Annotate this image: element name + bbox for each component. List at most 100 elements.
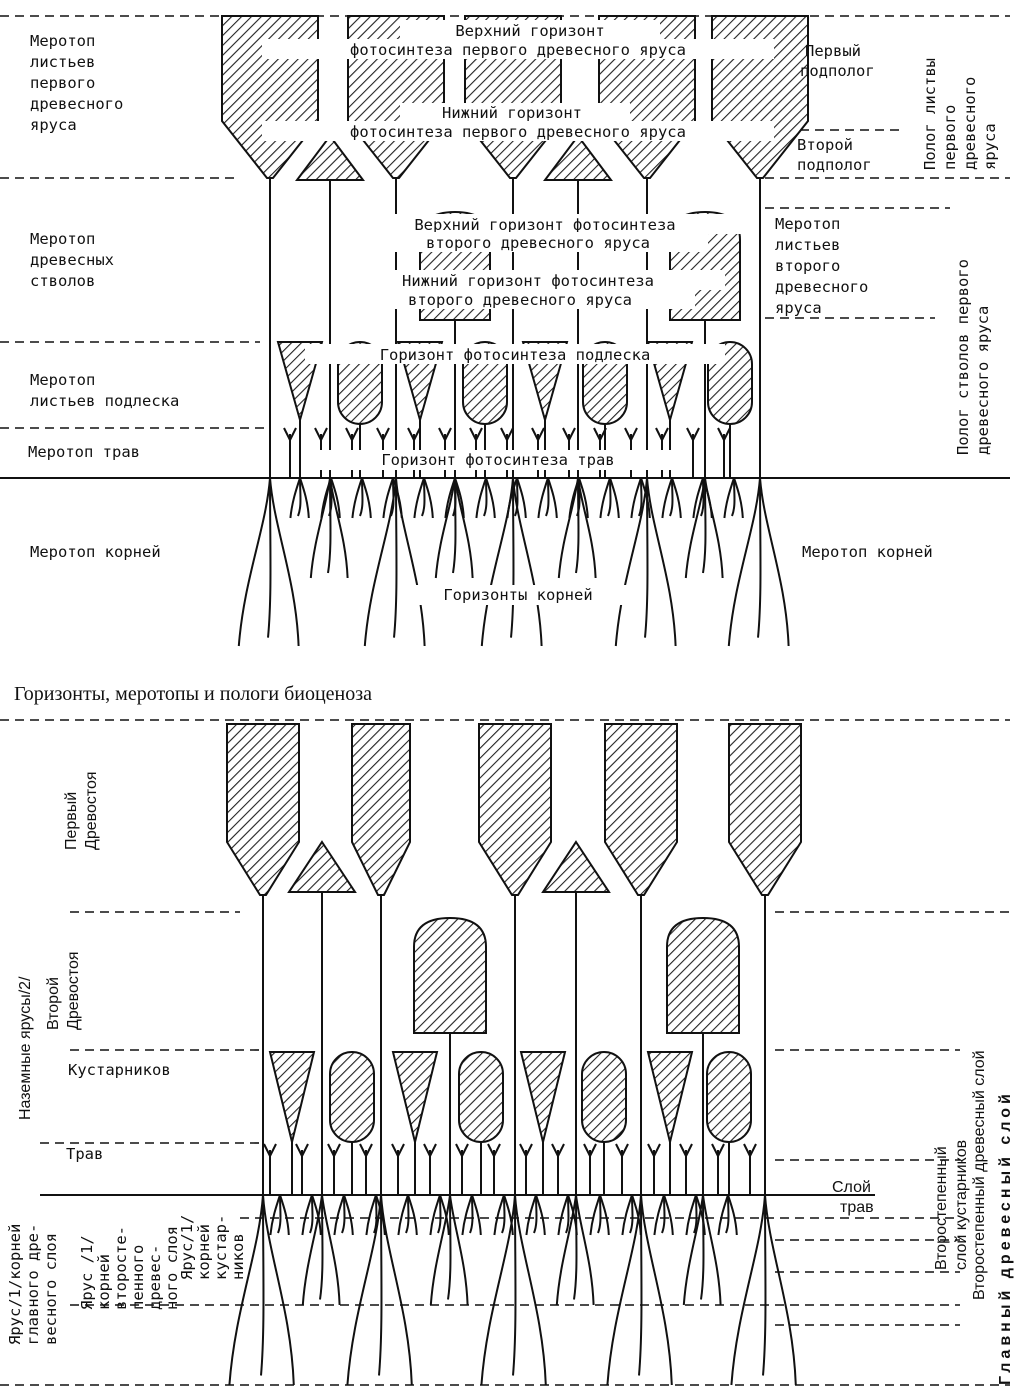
- svg-text:Древостоя: Древостоя: [65, 951, 82, 1030]
- bottom-grass-root-344-l: [333, 1194, 345, 1236]
- top-big-root-4-l: [727, 477, 761, 647]
- bottom-grass-526-blade-r: [525, 1143, 533, 1157]
- top-grass-root-486-l: [475, 477, 487, 519]
- bottom-grass-root-664-c: [661, 1194, 666, 1234]
- top-left-labels: Меротоп листьев первого древесного яруса…: [28, 32, 179, 561]
- top-grass-290-blade-l: [283, 427, 291, 441]
- top-grass-569-blade-r: [568, 427, 576, 441]
- canopy-leaves-vertical-label: Полог листвы первого древесного яруса: [921, 58, 999, 170]
- bottom-grass-430-blade-r: [429, 1143, 437, 1157]
- top-grass-root-517-l: [506, 477, 518, 519]
- top-grass-569-blade-l: [562, 427, 570, 441]
- top-grass-693-blade-l: [686, 427, 694, 441]
- upper-first-line-1: фотосинтеза первого древесного яруса: [350, 41, 686, 59]
- bottom-big-root-0-l: [228, 1194, 264, 1386]
- svg-text:древесного: древесного: [961, 77, 979, 170]
- top-big-root-4-c: [757, 477, 762, 638]
- undergrowth-line-1: листьев подлеска: [30, 392, 179, 410]
- top-grass-631-blade-l: [624, 427, 632, 441]
- top-big-root-2-c: [510, 477, 515, 638]
- trunks-line-2: стволов: [30, 272, 95, 290]
- top-grass-662-blade-r: [661, 427, 669, 441]
- svg-text:кустар-: кустар-: [212, 1215, 230, 1280]
- bottom-grass-root-536-l: [525, 1194, 537, 1236]
- leaves-second-line-4: яруса: [775, 299, 822, 317]
- svg-text:главного дре-: главного дре-: [24, 1224, 42, 1345]
- bottom-grass-494-blade-r: [493, 1143, 501, 1157]
- svg-text:Полог листвы: Полог листвы: [921, 58, 939, 170]
- trunks-line-0: Меротоп: [30, 230, 95, 248]
- top-grass-root-455-c: [452, 477, 457, 517]
- bottom-big-crown-1: [351, 723, 411, 896]
- top-grass-414-blade-r: [413, 427, 421, 441]
- svg-text:Второй: Второй: [45, 977, 62, 1030]
- top-grass-507-blade-r: [506, 427, 514, 441]
- svg-text:Первый: Первый: [63, 792, 80, 850]
- bottom-grass-590-blade-l: [583, 1143, 591, 1157]
- top-big-root-3-r: [646, 477, 677, 647]
- trunks-line-1: древесных: [30, 251, 114, 269]
- root-tier-main-label: Ярус/1/корней главного дре- весного слоя: [6, 1224, 60, 1345]
- bottom-mid-root-0-r: [321, 1194, 341, 1306]
- bottom-mid-root-0-c: [319, 1194, 324, 1300]
- bottom-grass-622-blade-l: [615, 1143, 623, 1157]
- top-grass-root-331-c: [328, 477, 333, 517]
- bottom-grass-686-blade-l: [679, 1143, 687, 1157]
- top-grass-445-blade-r: [444, 427, 452, 441]
- first-stand-label: Первый Древостоя: [63, 771, 100, 850]
- top-right-labels: Первый подполог Второй подполог Меротоп …: [775, 42, 999, 561]
- bottom-grass-root-280-l: [269, 1194, 281, 1236]
- grass-layer-line-1: трав: [840, 1199, 874, 1216]
- bottom-grass-686-blade-r: [685, 1143, 693, 1157]
- top-small-tri-1: [543, 134, 613, 181]
- bottom-big-root-1-r: [380, 1194, 413, 1386]
- bottom-big-root-4-c: [762, 1194, 767, 1376]
- bottom-grass-622-blade-r: [621, 1143, 629, 1157]
- bottom-big-root-3-r: [640, 1194, 673, 1386]
- bottom-mid-root-1-l: [429, 1194, 451, 1306]
- grass-merotop-label: Меротоп трав: [28, 443, 140, 461]
- roots-horizons-label: Горизонты корней: [443, 586, 592, 604]
- bottom-shrub-cap-2: [581, 1051, 627, 1143]
- bottom-grass-root-728-l: [717, 1194, 729, 1236]
- second-sub-line-1: подполог: [797, 156, 872, 174]
- bottom-grass-root-344-c: [341, 1194, 346, 1234]
- bottom-grass-750-blade-r: [749, 1143, 757, 1157]
- top-grass-root-548-c: [545, 477, 550, 517]
- top-grass-600-blade-l: [593, 427, 601, 441]
- bottom-grass-root-408-l: [397, 1194, 409, 1236]
- secondary-shrub-layer-label: Второстепенный слой кустарников: [933, 1140, 970, 1270]
- bottom-grass-root-600-l: [589, 1194, 601, 1236]
- top-grass-724-blade-r: [723, 427, 731, 441]
- top-center-labels: Верхний горизонт фотосинтеза первого дре…: [262, 20, 774, 605]
- lower-second-line-0: Нижний горизонт фотосинтеза: [402, 272, 654, 290]
- bottom-big-root-0-r: [262, 1194, 295, 1386]
- svg-text:Ярус /1/: Ярус /1/: [78, 1235, 96, 1310]
- top-mid-root-1-l: [434, 477, 456, 579]
- bottom-grass-root-568-l: [557, 1194, 569, 1236]
- top-grass-root-610-c: [607, 477, 612, 517]
- bottom-grass-718-blade-l: [711, 1143, 719, 1157]
- first-sub-line-1: подполог: [800, 62, 875, 80]
- top-grass-root-703-c: [700, 477, 705, 517]
- bottom-grass-root-632-c: [629, 1194, 634, 1234]
- bottom-grass-590-blade-r: [589, 1143, 597, 1157]
- bottom-shrub-tri-1: [391, 1051, 439, 1143]
- bottom-grass-root-280-c: [277, 1194, 282, 1234]
- svg-text:Главный древесный слой: Главный древесный слой: [997, 1090, 1014, 1385]
- top-big-root-2-r: [512, 477, 543, 647]
- root-tier-secondary-label: Ярус /1/ корней второсте- пенного древес…: [78, 1226, 181, 1310]
- bottom-grass-398-blade-r: [397, 1143, 405, 1157]
- svg-text:корней: корней: [95, 1254, 113, 1310]
- top-grass-root-362-l: [351, 477, 363, 519]
- bottom-big-root-4-l: [730, 1194, 766, 1386]
- svg-text:древесного яруса: древесного яруса: [974, 306, 992, 455]
- roots-merotop-left-label: Меротоп корней: [30, 543, 161, 561]
- bottom-big-root-2-r: [514, 1194, 547, 1386]
- top-grass-414-blade-l: [407, 427, 415, 441]
- top-grass-290-blade-r: [289, 427, 297, 441]
- top-grass-631-blade-r: [630, 427, 638, 441]
- svg-text:Ярус/1/корней: Ярус/1/корней: [6, 1224, 24, 1345]
- upper-second-line-0: Верхний горизонт фотосинтеза: [414, 216, 675, 234]
- bottom-grass-334-blade-r: [333, 1143, 341, 1157]
